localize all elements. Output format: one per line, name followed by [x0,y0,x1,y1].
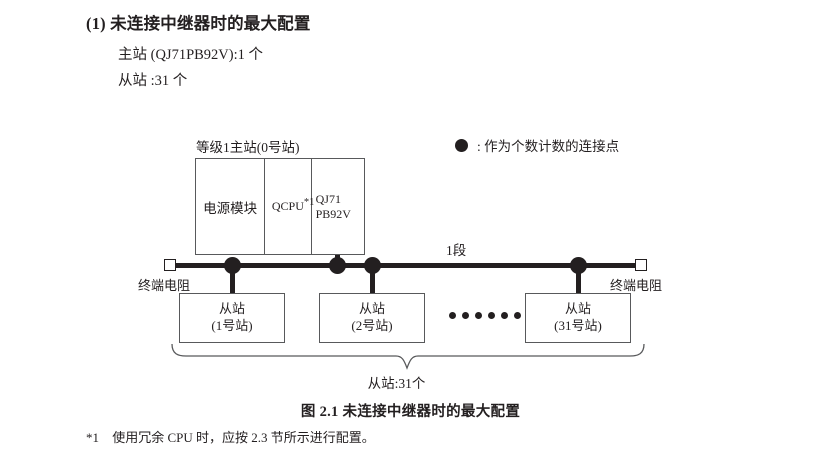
slave-label-31-line1: 从站 [564,301,591,317]
connection-dot-slave-1 [224,257,241,274]
slave-label-31-line2: (31号站) [554,318,602,333]
footnote-text: 使用冗余 CPU 时，应按 2.3 节所示进行配置。 [112,430,375,445]
slave-label-1-line2: (1号站) [211,318,253,333]
slave-label-2-line1: 从站 [358,301,385,317]
terminator-icon-right [635,259,647,271]
legend-label: : 作为个数计数的连接点 [477,139,620,154]
module-cell-network: QJ71 PB92V [312,159,364,254]
filled-circle-icon [455,138,468,152]
ellipsis-dot [501,312,508,319]
drop-line-slave-31 [576,266,581,294]
ellipsis-dot [475,312,482,319]
legend: : 作为个数计数的连接点 [455,135,619,155]
slave-group-caption: 从站:31个 [0,372,821,392]
module-cell-power-supply: 电源模块 [196,159,266,254]
ellipsis-dots [449,312,521,319]
master-station-box: 电源模块 QCPU *1 QJ71 PB92V [195,158,365,255]
figure-caption: 图 2.1 未连接中继器时的最大配置 [300,404,521,420]
slave-station-box-1: 从站 (1号站) [179,293,285,343]
slave-group-brace [171,344,645,370]
terminator-label-right: 终端电阻 [610,278,663,293]
drop-line-slave-2 [370,266,375,294]
ellipsis-dot [462,312,469,319]
connection-dot-slave-31 [570,257,587,274]
bus-trunk-line [169,263,639,268]
module-label-network-line1: QJ71 [315,191,341,206]
spec-line-slave: 从站 :31 个 [118,73,188,89]
module-label-qcpu: QCPU [271,199,304,213]
slave-station-box-2: 从站 (2号站) [319,293,425,343]
module-label-qcpu-wrapper: QCPU *1 [271,197,315,214]
ellipsis-dot [488,312,495,319]
drop-line-slave-1 [230,266,235,294]
footnote-mark: *1 [86,430,99,445]
ellipsis-dot [449,312,456,319]
master-station-caption: 等级1主站(0号站) [196,140,300,155]
slave-group-caption-text: 从站:31个 [367,376,426,391]
connection-dot-slave-2 [364,257,381,274]
page-title: (1) 未连接中继器时的最大配置 [86,14,311,33]
terminator-label-left: 终端电阻 [138,278,191,293]
slave-label-2-line2: (2号站) [351,318,393,333]
slave-label-1-line1: 从站 [218,301,245,317]
module-label-power-supply: 电源模块 [203,200,258,216]
module-cell-qcpu: QCPU *1 [265,159,315,254]
module-label-network-line2: PB92V [315,206,351,221]
slave-station-box-31: 从站 (31号站) [525,293,631,343]
segment-label: 1段 [446,243,467,258]
footnote: *1 使用冗余 CPU 时，应按 2.3 节所示进行配置。 [86,427,375,446]
spec-line-master: 主站 (QJ71PB92V):1 个 [118,47,264,63]
module-label-network: QJ71 PB92V [312,192,364,222]
connection-dot-master [329,257,346,274]
ellipsis-dot [514,312,521,319]
terminator-icon-left [164,259,176,271]
footnote-marker-qcpu: *1 [303,197,315,208]
